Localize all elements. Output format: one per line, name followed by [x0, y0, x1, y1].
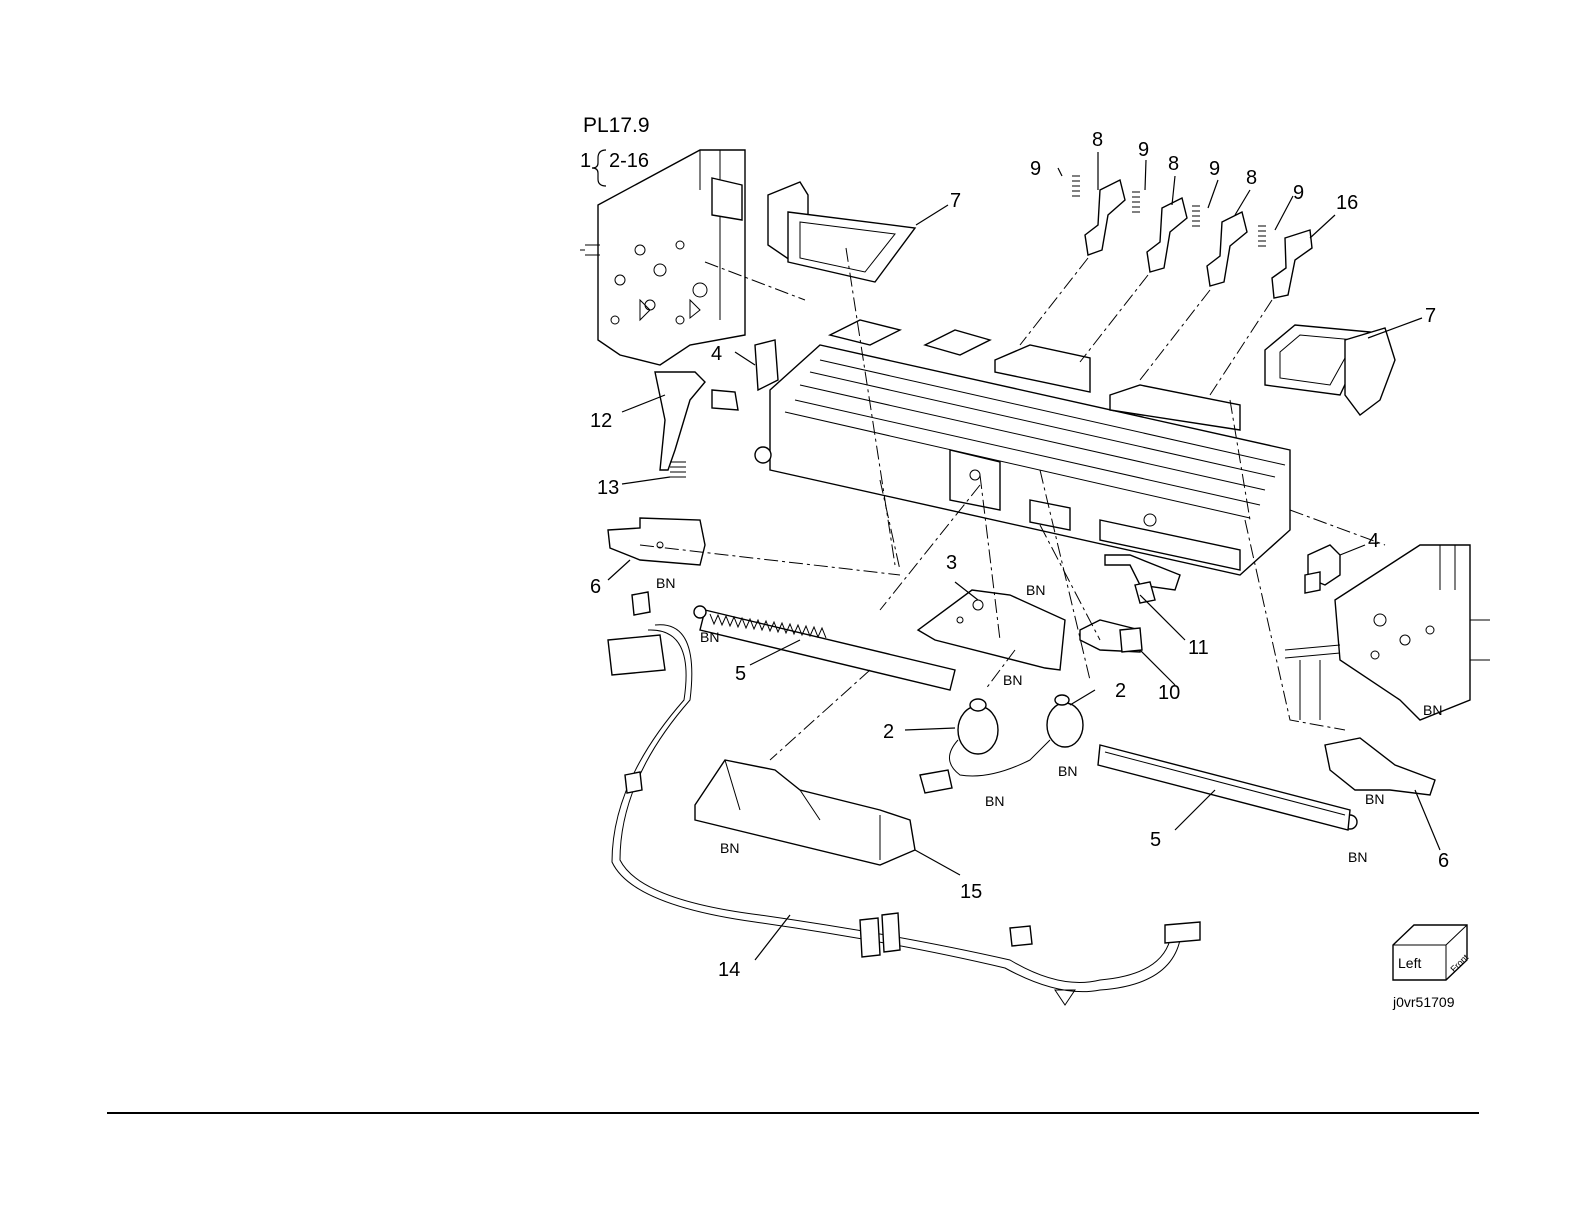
bn-label: BN [720, 840, 739, 856]
callout-9-a: 9 [1030, 158, 1041, 180]
callout-15: 15 [960, 881, 982, 903]
rack-right [1098, 745, 1350, 830]
bn-label: BN [1026, 582, 1045, 598]
motor-left [920, 699, 1050, 793]
latch-right [1305, 545, 1340, 593]
bn-label: BN [1058, 763, 1077, 779]
range-brace [592, 150, 606, 186]
callout-14: 14 [718, 959, 740, 981]
callout-2-right: 2 [1115, 680, 1126, 702]
orientation-cube-icon: Left Front [1393, 925, 1471, 980]
plate-id: PL17.9 [583, 114, 650, 137]
callout-10: 10 [1158, 682, 1180, 704]
bn-label: BN [700, 629, 719, 645]
callout-6-right: 6 [1438, 850, 1449, 872]
pad-right [1265, 325, 1395, 415]
callout-11: 11 [1188, 637, 1209, 659]
rack-left [694, 606, 955, 690]
callout-9-c: 9 [1209, 158, 1220, 180]
range-prefix: 1 [580, 150, 591, 172]
sensor-10 [1080, 620, 1142, 652]
callout-8-c: 8 [1246, 167, 1257, 189]
actuator-11 [1105, 555, 1180, 603]
bn-label: BN [1423, 702, 1442, 718]
callout-8-b: 8 [1168, 153, 1179, 175]
callout-7-left: 7 [950, 190, 961, 212]
bracket-left [608, 518, 705, 565]
callout-5-left: 5 [735, 663, 746, 685]
bn-label: BN [656, 575, 675, 591]
orientation-left-label: Left [1398, 955, 1421, 971]
left-side-frame [580, 150, 745, 365]
callout-3: 3 [946, 552, 957, 574]
callout-4-left: 4 [711, 343, 722, 365]
callout-9-b: 9 [1138, 139, 1149, 161]
figure-id: j0vr51709 [1392, 994, 1455, 1010]
callout-8-a: 8 [1092, 129, 1103, 151]
pad-left [768, 182, 915, 282]
callout-2-left: 2 [883, 721, 894, 743]
callout-4-right: 4 [1368, 530, 1379, 552]
callout-12: 12 [590, 410, 612, 432]
callout-6-left: 6 [590, 576, 601, 598]
wire-harness [608, 592, 1200, 1005]
bn-label: BN [1003, 672, 1022, 688]
motor-right [1047, 695, 1083, 747]
callout-5-right: 5 [1150, 829, 1161, 851]
motor-bracket [918, 590, 1065, 670]
callout-13: 13 [597, 477, 619, 499]
bn-label: BN [985, 793, 1004, 809]
callout-9-d: 9 [1293, 182, 1304, 204]
bn-label: BN [1348, 849, 1367, 865]
bn-label: BN [1365, 791, 1384, 807]
bottom-rule [107, 1112, 1479, 1114]
callout-16: 16 [1336, 192, 1358, 214]
callout-7-right: 7 [1425, 305, 1436, 327]
range-text: 2-16 [609, 150, 649, 172]
rail-assembly [770, 320, 1290, 575]
